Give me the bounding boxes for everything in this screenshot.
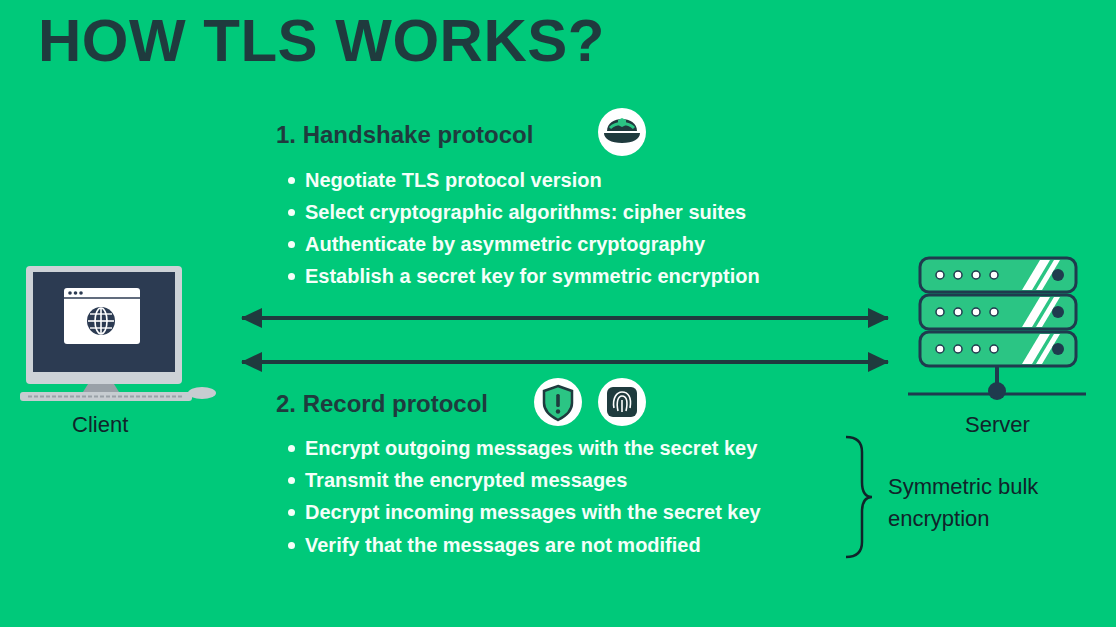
client-computer-part bbox=[26, 266, 182, 384]
bullet-text: Verify that the messages are not modifie… bbox=[305, 532, 701, 558]
client-computer-part bbox=[64, 297, 140, 299]
client-computer-part bbox=[90, 313, 112, 314]
client-computer bbox=[20, 266, 216, 401]
server-rack-part bbox=[954, 308, 962, 316]
fingerprint-icon-part bbox=[598, 378, 646, 426]
bullet-dot bbox=[288, 445, 295, 452]
client-computer-part bbox=[33, 272, 175, 372]
client-computer-part bbox=[64, 288, 140, 344]
page-title: HOW TLS WORKS? bbox=[38, 9, 605, 73]
bullet-dot bbox=[288, 209, 295, 216]
server-rack-part bbox=[990, 271, 998, 279]
server-rack-part bbox=[972, 308, 980, 316]
server-rack-part bbox=[972, 271, 980, 279]
handshake-icon bbox=[598, 108, 646, 156]
bullet-text: Authenticate by asymmetric cryptography bbox=[305, 231, 705, 257]
shield-icon-part bbox=[556, 394, 560, 407]
server-rack-part bbox=[920, 295, 1076, 329]
client-computer-part bbox=[83, 384, 119, 392]
section-heading: 1. Handshake protocol bbox=[276, 120, 533, 150]
client-computer-part bbox=[28, 396, 184, 398]
client-computer-part bbox=[68, 291, 72, 295]
server-rack-part bbox=[988, 382, 1006, 400]
shield-icon-part bbox=[556, 409, 560, 413]
bullet-dot bbox=[288, 477, 295, 484]
handshake-icon-part bbox=[618, 118, 626, 127]
server-rack-part bbox=[954, 271, 962, 279]
fingerprint-icon-part bbox=[621, 400, 623, 412]
bullet-text: Decrypt incoming messages with the secre… bbox=[305, 499, 761, 525]
server-rack-part bbox=[936, 308, 944, 316]
client-computer-part bbox=[90, 327, 112, 328]
brace-note: Symmetric bulk encryption bbox=[888, 471, 1040, 535]
bullet-dot bbox=[288, 509, 295, 516]
client-computer-part bbox=[88, 320, 114, 322]
fingerprint-icon bbox=[598, 378, 646, 426]
bullet-dot bbox=[288, 542, 295, 549]
bullet-dot bbox=[288, 177, 295, 184]
handshake-icon-part bbox=[598, 108, 646, 156]
client-computer-part bbox=[74, 291, 78, 295]
shield-icon bbox=[534, 378, 582, 426]
server-rack-part bbox=[920, 258, 1076, 292]
server-rack-part bbox=[990, 308, 998, 316]
client-computer-part bbox=[188, 387, 216, 399]
server-rack-part bbox=[990, 345, 998, 353]
handshake-icon-part bbox=[607, 119, 637, 131]
server-rack-part bbox=[920, 332, 1076, 366]
server-rack-part bbox=[972, 345, 980, 353]
client-computer-part bbox=[87, 307, 115, 335]
bullet-text: Transmit the encrypted messages bbox=[305, 467, 627, 493]
device-label: Server bbox=[965, 411, 1030, 439]
server-rack-part bbox=[936, 271, 944, 279]
client-computer-part bbox=[79, 291, 83, 295]
server-rack bbox=[908, 258, 1086, 400]
handshake-icon-part bbox=[604, 133, 640, 143]
server-rack-part bbox=[1052, 343, 1064, 355]
double-arrow bbox=[242, 316, 888, 320]
shield-icon-part bbox=[534, 378, 582, 426]
bullet-text: Select cryptographic algorithms: cipher … bbox=[305, 199, 746, 225]
server-rack-part bbox=[1052, 269, 1064, 281]
section-heading: 2. Record protocol bbox=[276, 389, 488, 419]
bullet-text: Encrypt outgoing messages with the secre… bbox=[305, 435, 757, 461]
fingerprint-icon-part bbox=[617, 396, 627, 411]
bullet-dot bbox=[288, 273, 295, 280]
server-rack-part bbox=[954, 345, 962, 353]
bullet-text: Establish a secret key for symmetric enc… bbox=[305, 263, 760, 289]
double-arrow bbox=[242, 360, 888, 364]
bullet-dot bbox=[288, 241, 295, 248]
fingerprint-icon-part bbox=[607, 387, 637, 417]
curly-brace bbox=[846, 437, 872, 557]
server-rack-part bbox=[1052, 306, 1064, 318]
device-node: Client bbox=[16, 262, 242, 442]
server-rack-part bbox=[936, 345, 944, 353]
device-node: Server bbox=[888, 252, 1090, 442]
bullet-text: Negotiate TLS protocol version bbox=[305, 167, 602, 193]
device-label: Client bbox=[72, 411, 128, 439]
client-computer-part bbox=[20, 392, 192, 401]
shield-icon-part bbox=[544, 386, 572, 420]
